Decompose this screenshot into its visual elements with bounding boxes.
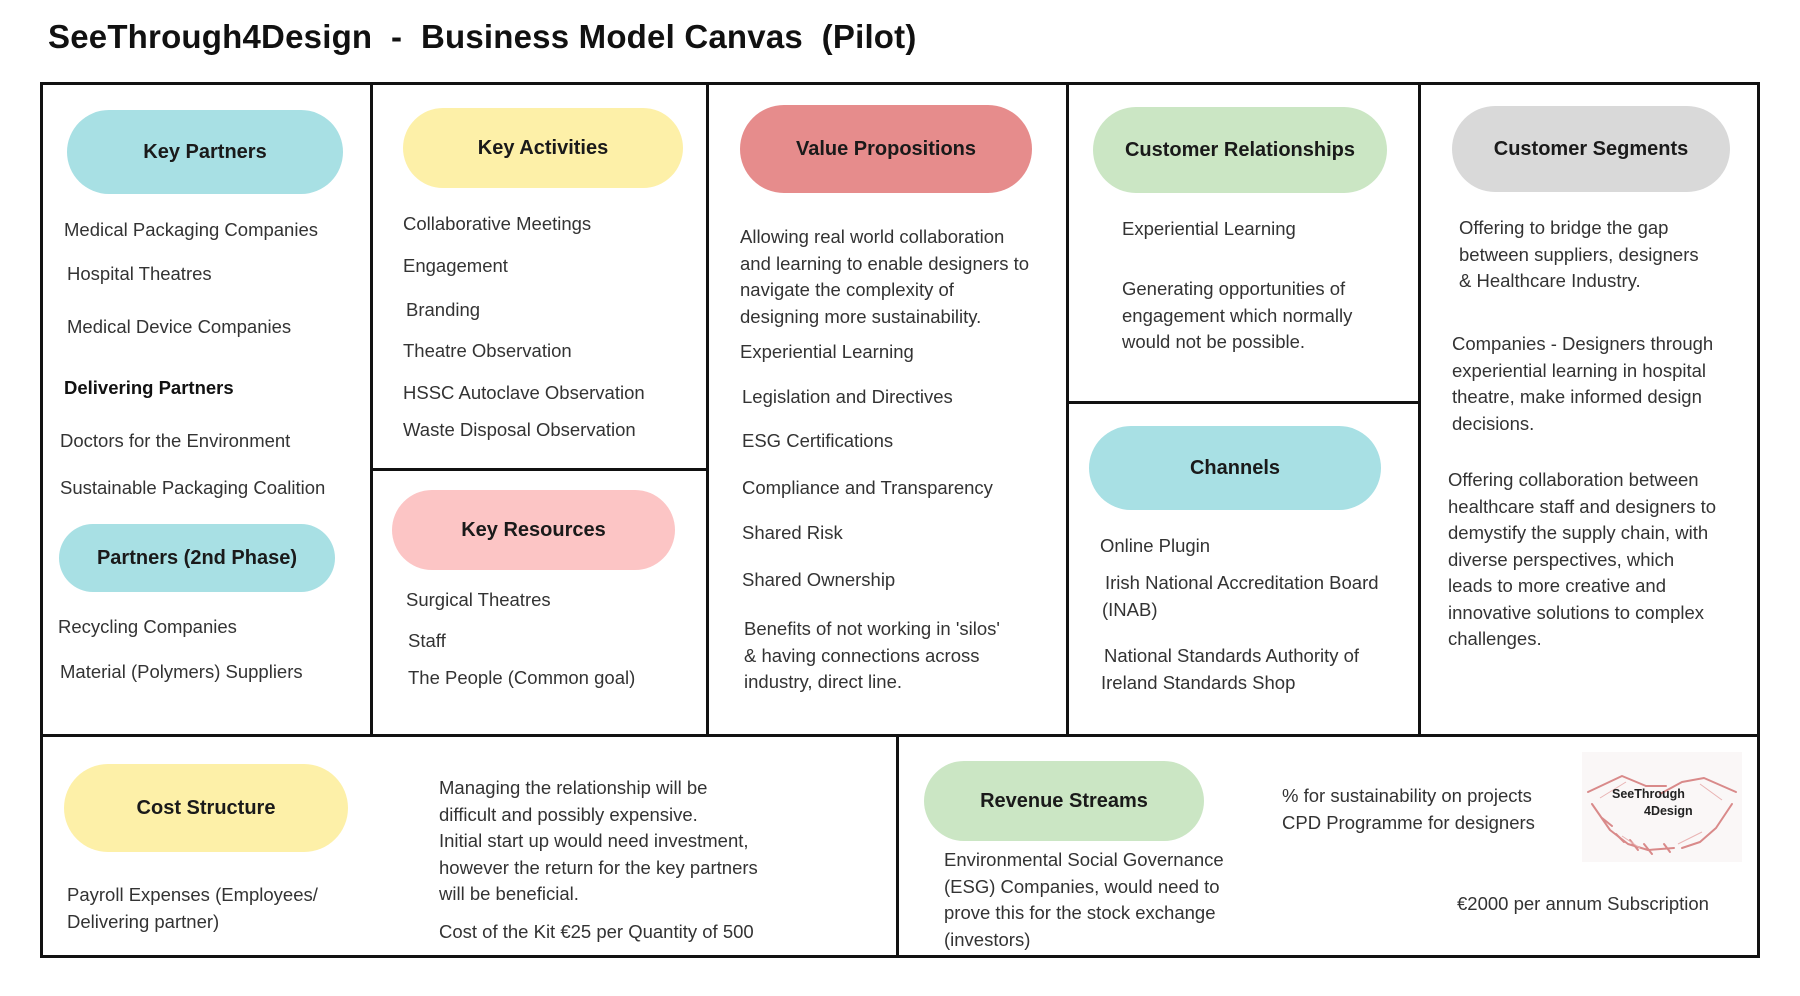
channels-heading: Channels [1089,426,1381,510]
customer-segment-line: challenges. [1448,628,1542,649]
revenue-esg-line: (ESG) Companies, would need to [944,875,1220,897]
revenue-sustainability-line: CPD Programme for designers [1282,811,1535,833]
value-prop-item: ESG Certifications [742,430,894,451]
customer-segment-line: between suppliers, designers [1459,243,1699,265]
value-prop-item: Legislation and Directives [742,386,953,407]
delivering-partner-item: Sustainable Packaging Coalition [60,477,326,498]
delivering-partners-label: Delivering Partners [64,377,234,398]
key-activities-heading: Key Activities [403,108,683,188]
seethrough4design-logo: SeeThrough 4Design [1582,752,1742,862]
value-prop-item: Compliance and Transparency [742,477,993,498]
channel-line: Irish National Accreditation Board [1105,572,1379,593]
revenue-esg-line: (investors) [944,928,1031,950]
key-resource-item: The People (Common goal) [408,667,636,688]
key-resources-heading: Key Resources [392,490,675,570]
value-prop-benefits-line: industry, direct line. [744,671,902,692]
channel-item: Online Plugin [1100,535,1211,556]
key-partner-item: Medical Packaging Companies [64,219,318,240]
value-prop-intro-line: designing more sustainability. [740,305,982,327]
canvas-border-bottom [40,955,1760,958]
cost-managing-line: will be beneficial. [439,883,579,904]
key-activity-item: Waste Disposal Observation [403,419,636,440]
value-prop-intro-line: navigate the complexity of [740,279,954,300]
key-resource-item: Staff [408,630,446,651]
cost-managing-line: Initial start up would need investment, [439,830,749,851]
customer-segment-line: experiential learning in hospital [1452,359,1707,381]
value-prop-item: Shared Risk [742,522,843,543]
divider-relationships-channels [1066,401,1420,404]
revenue-esg-line: Environmental Social Governance [944,849,1224,870]
revenue-esg-line: prove this for the stock exchange [944,902,1216,923]
customer-segment-line: demystify the supply chain, with [1448,522,1709,543]
canvas-border-left [40,82,43,958]
customer-segment-line: diverse perspectives, which [1448,548,1675,570]
value-prop-benefits-line: Benefits of not working in 'silos' [744,618,1000,639]
customer-segment-line: & Healthcare Industry. [1459,270,1641,291]
divider-activities-resources [370,468,708,471]
divider-col-2 [706,82,709,735]
divider-col-4 [1418,82,1421,735]
cost-managing-line: Managing the relationship will be [439,777,708,798]
customer-segment-line: Offering to bridge the gap [1459,217,1669,238]
divider-cost-revenue [896,734,899,958]
value-prop-intro-line: Allowing real world collaboration [740,226,1005,247]
customer-segment-line: theatre, make informed design [1452,386,1702,407]
logo-text-line1: SeeThrough [1612,787,1685,801]
revenue-sustainability-line: % for sustainability on projects [1282,785,1532,806]
logo-text-line2: 4Design [1644,804,1693,818]
customer-segment-line: leads to more creative and [1448,575,1667,596]
channel-line: (INAB) [1102,598,1158,620]
cost-managing-line: difficult and possibly expensive. [439,803,698,825]
page-title: SeeThrough4Design - Business Model Canva… [48,18,917,55]
key-activity-item: Branding [406,299,481,320]
cost-kit-line: Cost of the Kit €25 per Quantity of 500 [439,921,754,942]
value-prop-benefits-line: & having connections across [744,644,980,666]
phase2-partner-item: Material (Polymers) Suppliers [60,661,303,682]
customer-relationship-line: Generating opportunities of [1122,278,1346,299]
key-partners-heading: Key Partners [67,110,343,194]
key-partner-item: Medical Device Companies [67,316,292,337]
channel-line: National Standards Authority of [1104,645,1360,666]
value-prop-intro-line: and learning to enable designers to [740,252,1030,274]
canvas-border-top [40,82,1760,85]
cost-structure-heading: Cost Structure [64,764,348,852]
customer-segment-line: healthcare staff and designers to [1448,495,1717,517]
channel-line: Ireland Standards Shop [1101,671,1296,693]
customer-segment-line: Companies - Designers through [1452,333,1714,354]
cost-payroll-line: Payroll Expenses (Employees/ [67,884,318,905]
customer-relationships-heading: Customer Relationships [1093,107,1387,193]
handshake-icon: SeeThrough 4Design [1582,752,1742,862]
divider-col-3 [1066,82,1069,735]
phase2-partner-item: Recycling Companies [58,616,237,637]
customer-segment-line: Offering collaboration between [1448,469,1699,490]
revenue-subscription: €2000 per annum Subscription [1457,893,1709,914]
partners-phase2-heading: Partners (2nd Phase) [59,524,335,592]
value-prop-item: Experiential Learning [740,341,914,362]
key-activity-item: HSSC Autoclave Observation [403,382,645,403]
value-prop-item: Shared Ownership [742,569,896,590]
revenue-streams-heading: Revenue Streams [924,761,1204,841]
canvas-border-right [1757,82,1760,958]
customer-segment-line: innovative solutions to complex [1448,601,1705,623]
customer-relationship-line: engagement which normally [1122,304,1353,326]
cost-managing-line: however the return for the key partners [439,856,758,878]
key-activity-item: Engagement [403,255,508,276]
key-activity-item: Collaborative Meetings [403,213,592,234]
delivering-partner-item: Doctors for the Environment [60,430,291,451]
cost-payroll-line: Delivering partner) [67,910,220,932]
customer-relationship-item: Experiential Learning [1122,218,1296,239]
customer-relationship-line: would not be possible. [1122,331,1306,352]
divider-bottom-row [40,734,1760,737]
value-propositions-heading: Value Propositions [740,105,1032,193]
key-partner-item: Hospital Theatres [67,263,212,284]
key-resource-item: Surgical Theatres [406,589,551,610]
customer-segments-heading: Customer Segments [1452,106,1730,192]
customer-segment-line: decisions. [1452,412,1535,434]
divider-col-1 [370,82,373,735]
key-activity-item: Theatre Observation [403,340,572,361]
